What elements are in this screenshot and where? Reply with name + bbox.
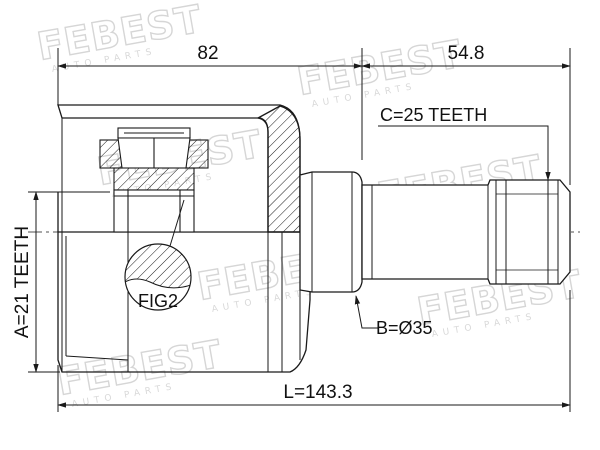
fig2-detail-circle [124,199,192,311]
bottom-dimension [57,290,571,412]
fig2-leader [169,199,185,247]
spline-c-label: C=25 TEETH [380,105,487,125]
dimension-82-label: 82 [197,43,218,64]
overall-length-label: L=143.3 [283,382,352,403]
tripod-spider [99,127,209,233]
leader-b [354,295,378,329]
spline-shaft [361,179,571,285]
leader-c [378,125,551,181]
shaft-diameter-label: B=Ø35 [376,318,433,338]
joint-housing [57,104,311,373]
spline-a-label: A=21 TEETH [12,226,33,338]
top-dimensions [57,48,571,185]
joint-neck [299,171,363,293]
callout-leaders [354,125,551,329]
left-dimension [28,191,110,373]
dimension-54-8-label: 54.8 [448,43,485,64]
fig2-label: FIG2 [138,291,178,311]
